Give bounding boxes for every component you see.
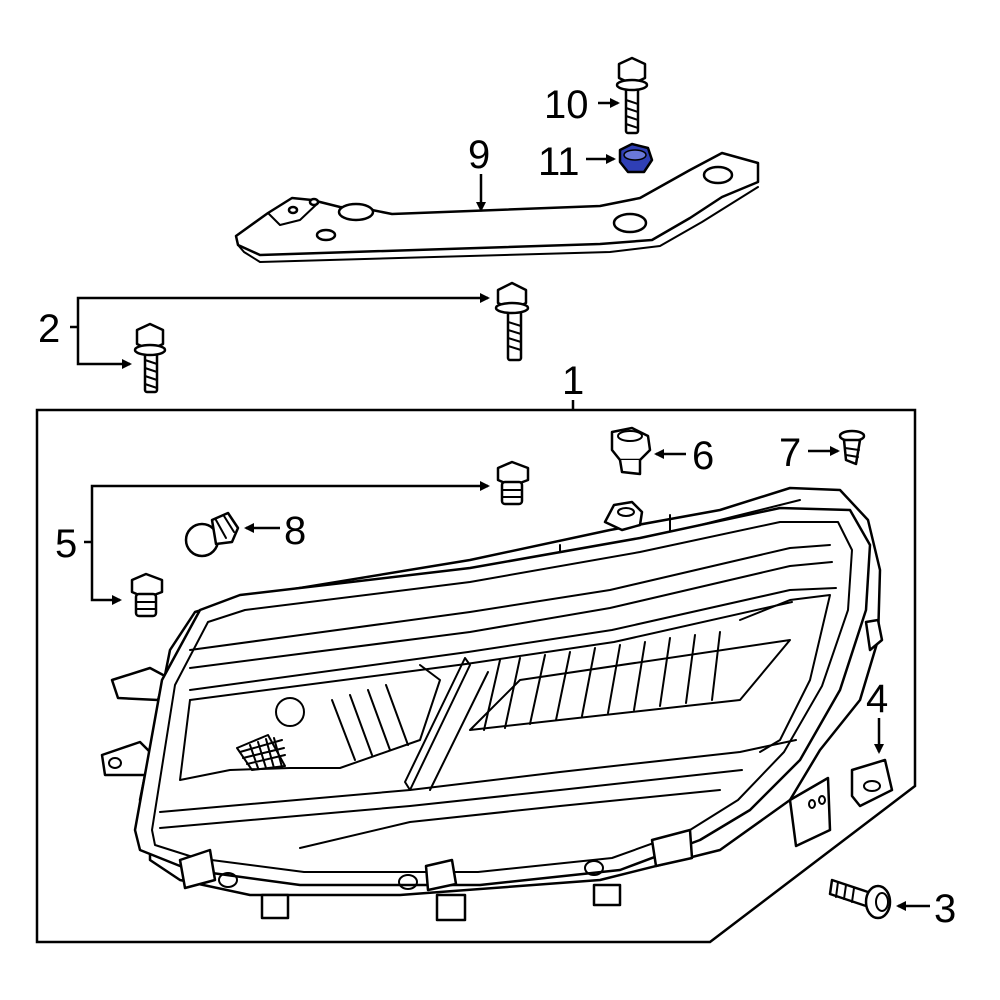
nut-part-11[interactable]	[618, 142, 654, 174]
callout-10: 10	[544, 83, 589, 127]
leader-lines	[70, 98, 930, 911]
clip-part-6[interactable]	[610, 426, 652, 476]
screw-part-3[interactable]	[828, 878, 892, 920]
bracket-clip-part-4[interactable]	[850, 758, 894, 808]
mounting-bracket-part-9[interactable]	[234, 151, 760, 263]
headlamp-assembly-part-1[interactable]	[100, 486, 884, 922]
callout-7: 7	[779, 431, 801, 475]
callout-2: 2	[38, 307, 60, 351]
callout-1: 1	[562, 359, 584, 403]
callout-6: 6	[692, 434, 714, 478]
callout-11: 11	[538, 140, 580, 184]
bolt-part-2-left[interactable]	[133, 322, 167, 394]
plug-part-5-lower[interactable]	[130, 572, 164, 618]
bolt-part-2-right[interactable]	[494, 281, 530, 362]
callout-3: 3	[934, 887, 956, 931]
callout-5: 5	[55, 522, 77, 566]
push-pin-part-7[interactable]	[838, 429, 866, 466]
bulb-part-8[interactable]	[184, 511, 240, 558]
bolt-part-10[interactable]	[615, 56, 649, 135]
callout-4: 4	[866, 677, 888, 721]
callout-8: 8	[284, 509, 306, 553]
plug-part-5-upper[interactable]	[496, 460, 530, 506]
callout-9: 9	[468, 133, 490, 177]
headlamp-assembly-part-1-frame	[35, 408, 917, 944]
